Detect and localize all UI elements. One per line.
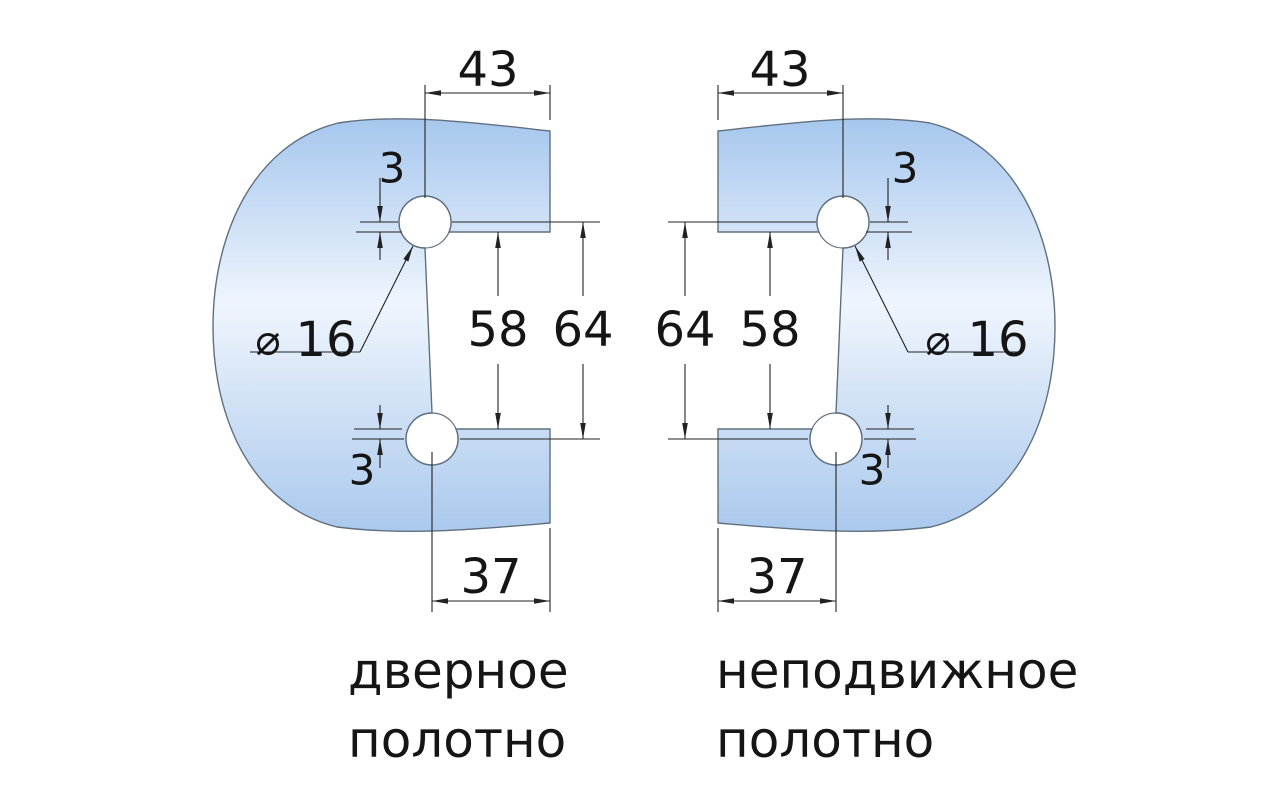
dim-hole-distance-left: 64 [552,302,613,358]
dim-hole-diameter-right: 16 [967,312,1028,368]
diameter-symbol-left: ⌀ [255,316,280,365]
dim-bottom-width-right: 37 [746,549,807,605]
door-leaf-caption-line2: полотно [348,711,566,769]
dim-cutout-height-right: 58 [739,302,800,358]
dim-hole-diameter-left: 16 [295,312,356,368]
dim-hole-offset-top-left: 3 [379,144,406,193]
dim-hole-offset-bottom-right: 3 [859,446,886,495]
dim-top-width-left: 43 [457,42,518,98]
fixed-leaf-caption-line2: полотно [716,711,934,769]
dim-hole-offset-top-right: 3 [892,144,919,193]
fixed-leaf-caption-line1: неподвижное [716,642,1078,700]
dim-bottom-width-left: 37 [460,549,521,605]
dim-hole-offset-bottom-left: 3 [349,446,376,495]
dim-hole-distance-right: 64 [654,302,715,358]
door-leaf-caption-line1: дверное [348,642,569,700]
dim-top-width-right: 43 [749,42,810,98]
diameter-symbol-right: ⌀ [925,316,950,365]
dim-cutout-height-left: 58 [467,302,528,358]
